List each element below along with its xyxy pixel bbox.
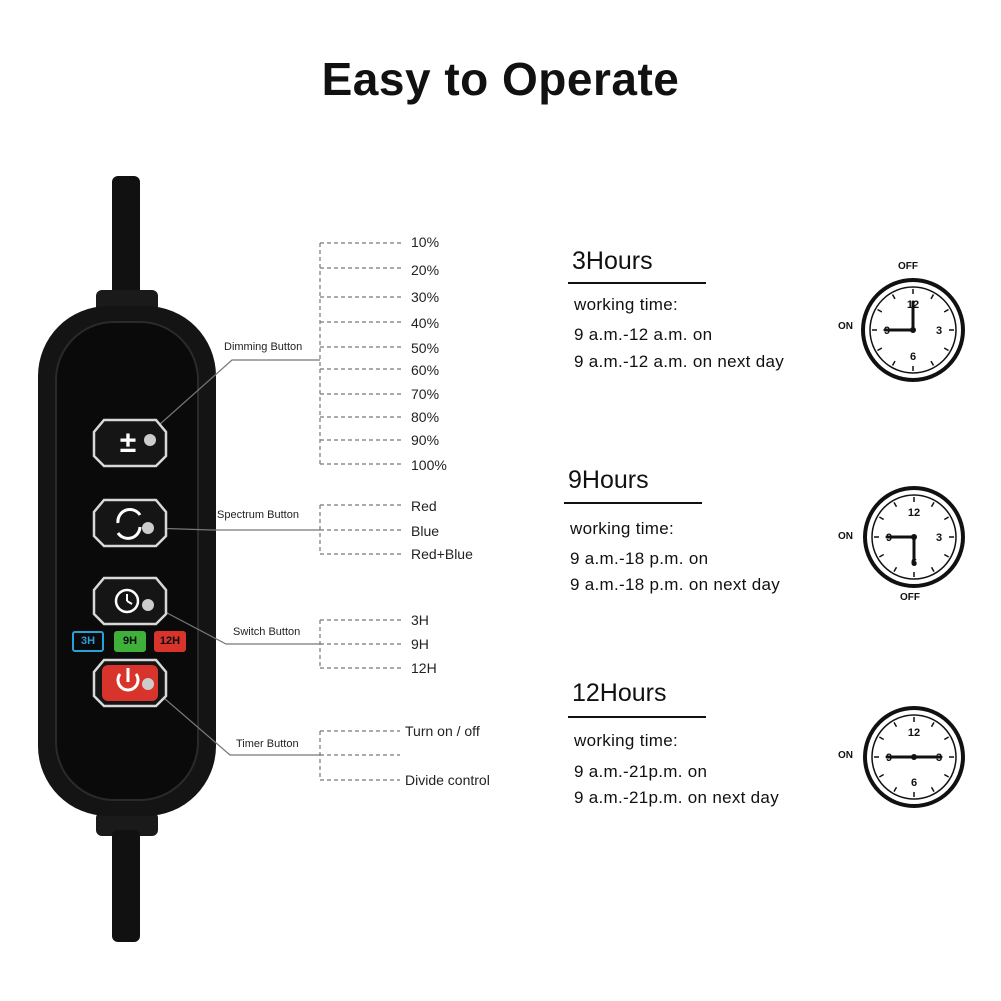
clock-icon-9h: 12369 [863,486,965,588]
clock-tick [893,501,898,508]
clock-tick [930,721,935,728]
schedule-title-9h: 9Hours [568,466,649,494]
timer-button-label: Timer Button [236,738,299,750]
dimming-level: 40% [411,315,440,331]
clock-tick [943,516,950,521]
clock-number: 3 [936,532,942,544]
clock-inner-ring [869,286,957,374]
clock-tick [877,308,883,313]
schedule-line2: 9 a.m.-21p.m. on next day [574,788,779,807]
clock-tick [930,501,935,508]
clock-on-label: ON [838,750,853,761]
clock-tick [943,347,949,352]
clock-tick [878,736,885,741]
power-icon-bg [102,665,158,701]
schedule-divider [568,716,706,718]
clock-center [910,327,916,333]
dimming-level: 70% [411,386,440,402]
clock-tick [943,308,949,313]
clock-tick [930,360,935,366]
schedule-working-label: working time: [574,295,679,314]
clock-off-label: OFF [898,261,918,272]
dimming-level: 80% [411,409,440,425]
indicator-3h: 3H [72,631,104,652]
dimming-button-label: Dimming Button [224,341,303,353]
clock-off-label: OFF [900,592,920,603]
clock-tick [893,721,898,728]
schedule-line2: 9 a.m.-12 a.m. on next day [574,352,785,371]
clock-inner-ring [871,714,957,800]
clock-tick [943,773,950,778]
clock-tick [891,360,896,366]
controller-diagram: ± [38,176,404,942]
switch-option: 12H [411,660,437,676]
spectrum-option: Red+Blue [411,546,473,562]
spectrum-button[interactable] [92,498,168,548]
timer-option: Divide control [405,772,490,788]
dimming-button[interactable]: ± [92,418,168,468]
svg-text:±: ± [120,426,136,459]
spectrum-button-label: Spectrum Button [217,509,299,521]
timer-option: Turn on / off [405,723,480,739]
schedule-working-label: working time: [570,519,675,538]
clock-tick [930,294,935,300]
clock-tick [878,773,885,778]
clock-on-label: ON [838,321,853,332]
switch-option: 9H [411,636,429,652]
dimming-level: 100% [411,457,447,473]
clock-center [911,754,917,760]
schedule-working-label: working time: [574,731,679,750]
spectrum-option: Red [411,498,437,514]
clock-on-label: ON [838,531,853,542]
clock-icon-3h: 12369 [861,278,965,382]
clock-number: 12 [908,727,920,739]
schedule-title-3h: 3Hours [572,247,653,275]
dimming-level: 50% [411,340,440,356]
clock-tick [878,553,885,558]
schedule-line1: 9 a.m.-18 p.m. on [570,549,709,568]
clock-tick [930,566,935,573]
clock-tick [893,786,898,793]
clock-number: 12 [908,507,920,519]
clock-tick [891,294,896,300]
dimming-level: 30% [411,289,440,305]
clock-icon-12h: 12369 [863,706,965,808]
schedule-divider [568,282,706,284]
clock-inner-ring [871,494,957,580]
schedule-line2: 9 a.m.-18 p.m. on next day [570,575,781,594]
clock-tick [930,786,935,793]
clock-number: 6 [911,777,917,789]
schedule-line1: 9 a.m.-12 a.m. on [574,325,713,344]
clock-tick [878,516,885,521]
clock-tick [943,736,950,741]
switch-button[interactable] [92,576,168,626]
clock-number: 3 [936,325,942,337]
schedule-line1: 9 a.m.-21p.m. on [574,762,708,781]
clock-tick [893,566,898,573]
clock-tick [943,553,950,558]
switch-option: 3H [411,612,429,628]
page-title: Easy to Operate [321,53,680,105]
dimming-level: 90% [411,432,440,448]
dimming-level: 60% [411,362,440,378]
clock-center [911,534,917,540]
switch-button-label: Switch Button [233,626,301,638]
indicator-9h: 9H [114,631,146,652]
clock-number: 6 [910,351,916,363]
timer-button[interactable] [92,658,168,708]
clock-tick [877,347,883,352]
schedule-title-12h: 12Hours [572,679,667,707]
schedule-divider [564,502,702,504]
indicator-12h: 12H [154,631,186,652]
dimming-level: 20% [411,262,440,278]
spectrum-option: Blue [411,523,440,539]
dimming-level: 10% [411,234,440,250]
